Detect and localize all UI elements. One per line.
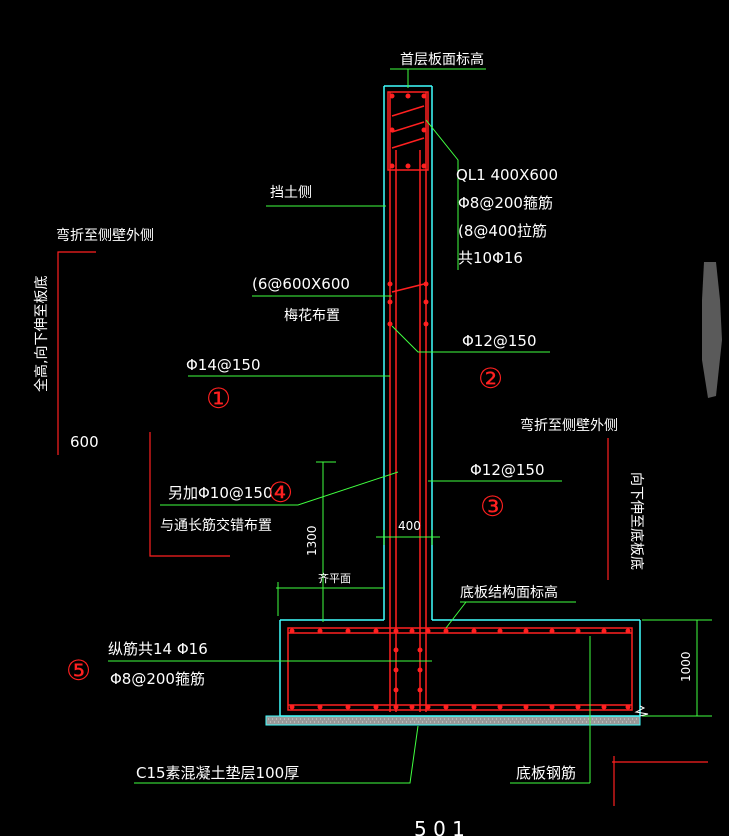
label-ql-stirrup: Φ8@200箍筋: [458, 194, 553, 212]
label-bend-outer-left: 弯折至侧壁外侧: [56, 227, 154, 244]
label-add-rebar: 另加Φ10@150: [168, 484, 273, 502]
label-rebar-2: Φ12@150: [462, 332, 537, 350]
label-stirrup-5: Φ8@200箍筋: [110, 670, 205, 688]
bent-bar-callouts: [57, 251, 708, 806]
label-down-right: 向下伸至底板底: [628, 472, 644, 570]
label-bend-outer-right: 弯折至侧壁外侧: [520, 417, 618, 434]
rebar-dots: [289, 93, 631, 710]
label-slab-rebar: 底板钢筋: [516, 764, 576, 782]
marker-1: ①: [206, 382, 231, 415]
cushion-layer: [265, 715, 641, 726]
label-slab-elevation: 底板结构面标高: [460, 584, 558, 601]
label-long-bars: 纵筋共14 Φ16: [108, 640, 208, 658]
label-ql-title: QL1 400X600: [456, 166, 558, 184]
label-dim-400: 400: [398, 519, 421, 533]
label-dim-600: 600: [70, 433, 99, 451]
label-dim-1000: 1000: [679, 651, 693, 682]
label-cushion: C15素混凝土垫层100厚: [136, 764, 299, 782]
dimension-lines: [276, 461, 712, 717]
marker-5: ⑤: [66, 654, 91, 687]
label-ql-main: 共10Φ16: [458, 249, 523, 267]
label-full-height-left: 全高,向下伸至板底: [33, 276, 50, 392]
right-edge-blob: [702, 262, 722, 398]
break-symbol: [634, 705, 649, 717]
leader-lines: [108, 68, 591, 784]
label-tie-spacing: (6@600X600: [252, 275, 350, 293]
marker-4: ④: [268, 476, 293, 509]
label-stagger: 与通长筋交错布置: [160, 517, 272, 534]
label-bottom-partial: 5 0 1: [414, 817, 465, 836]
cushion-hatch: [268, 718, 638, 723]
label-rebar-3: Φ12@150: [470, 461, 545, 479]
label-tie-layout: 梅花布置: [284, 308, 340, 324]
label-top-elevation: 首层板面标高: [400, 51, 484, 68]
label-ql-tie: (8@400拉筋: [458, 222, 547, 240]
wall-rebar: [287, 91, 633, 712]
marker-2: ②: [478, 362, 503, 395]
label-rebar-1: Φ14@150: [186, 356, 261, 374]
label-dim-1300: 1300: [305, 525, 319, 556]
marker-3: ③: [480, 490, 505, 523]
label-flush: 齐平面: [318, 571, 351, 585]
label-soil-side: 挡土侧: [270, 185, 312, 201]
